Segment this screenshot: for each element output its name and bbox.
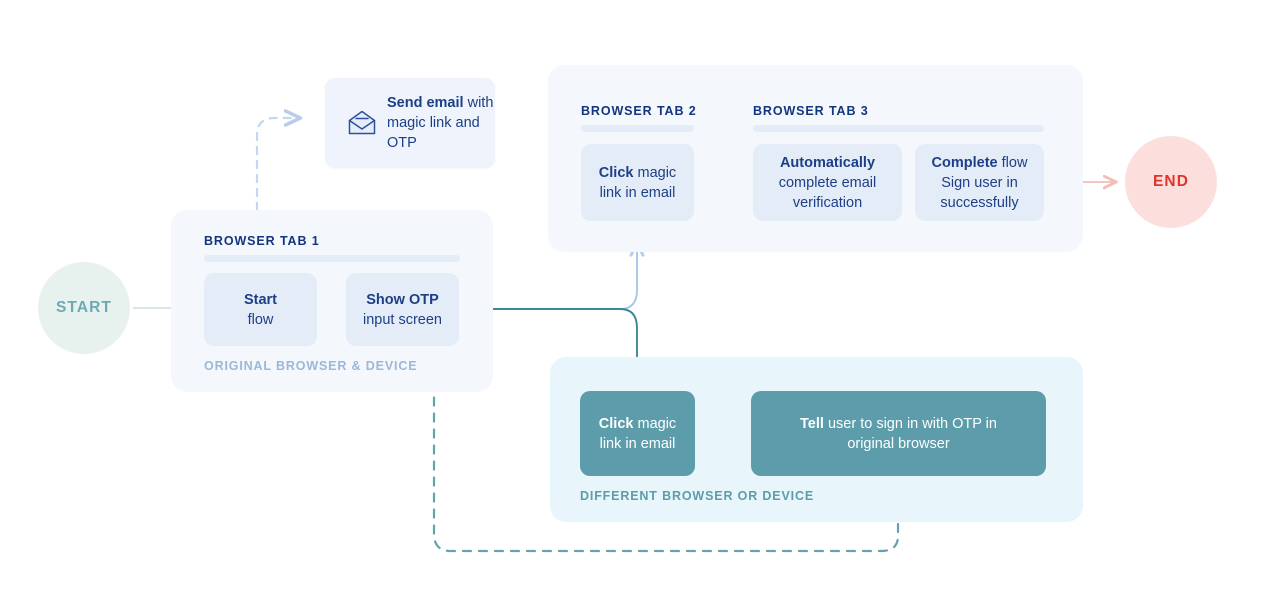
caption-original-browser: ORIGINAL BROWSER & DEVICE [204, 359, 418, 373]
card-start-flow[interactable]: Start flow [204, 273, 317, 346]
browser-tab-2-title: BROWSER TAB 2 [581, 104, 697, 118]
card-show-otp[interactable]: Show OTP input screen [346, 273, 459, 346]
card-automatically-verify[interactable]: Automatically complete email verificatio… [753, 144, 902, 221]
browser-tab-2-bar [581, 125, 694, 132]
browser-tab-3-title: BROWSER TAB 3 [753, 104, 869, 118]
send-email-note: Send email with magic link and OTP [325, 78, 495, 168]
start-label: START [55, 299, 112, 316]
card-automatically-verify-text: Automatically complete email verificatio… [778, 154, 877, 211]
send-email-title: Send email [387, 95, 464, 111]
connector-dashed-to-email [255, 118, 300, 212]
send-email-text: Send email with magic link and OTP [387, 93, 495, 153]
card-click-magic-link-tab2[interactable]: Click magic link in email [581, 144, 694, 221]
card-tell-user-otp[interactable]: Tell user to sign in with OTP in origina… [751, 391, 1046, 476]
browser-tab-3-bar [753, 125, 1044, 132]
card-complete-flow-text: Complete flow Sign user in successfully [931, 154, 1028, 211]
card-complete-flow[interactable]: Complete flow Sign user in successfully [915, 144, 1044, 221]
card-start-flow-text: Start flow [243, 291, 278, 328]
end-node: END [1125, 136, 1217, 228]
card-tell-user-otp-text: Tell user to sign in with OTP in origina… [800, 415, 997, 452]
card-click-magic-link-other[interactable]: Click magic link in email [580, 391, 695, 476]
send-email-line2: with magic link [387, 95, 494, 131]
envelope-icon [341, 110, 383, 136]
end-label: END [1152, 173, 1190, 190]
card-click-magic-link-tab2-text: Click magic link in email [598, 164, 677, 201]
start-node: START [38, 262, 130, 354]
send-email-line3: and OTP [387, 115, 480, 151]
card-show-otp-text: Show OTP input screen [363, 291, 442, 328]
browser-tab-1-bar [204, 255, 460, 262]
browser-tab-1-title: BROWSER TAB 1 [204, 234, 320, 248]
caption-different-browser: DIFFERENT BROWSER OR DEVICE [580, 489, 815, 503]
card-click-magic-link-other-text: Click magic link in email [598, 415, 677, 452]
